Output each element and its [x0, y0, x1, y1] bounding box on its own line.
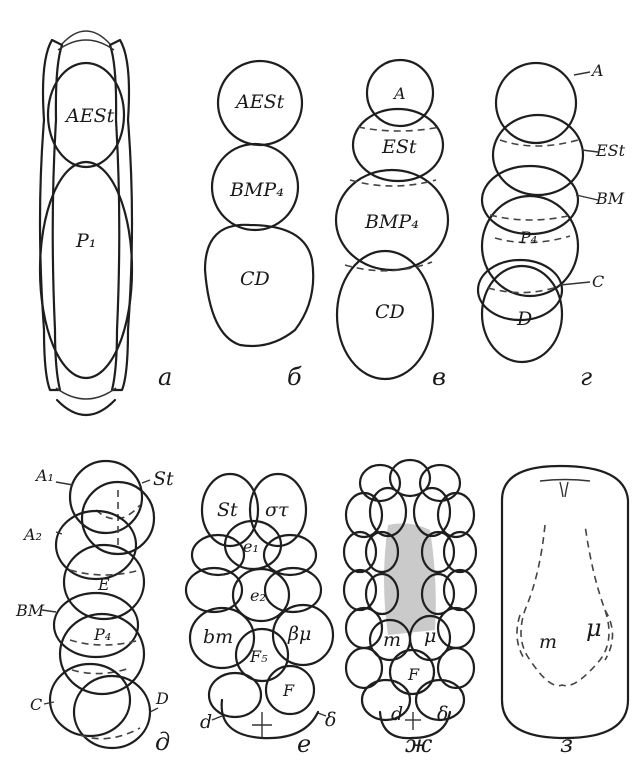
label-delta: δ — [325, 709, 336, 731]
cell-est — [493, 115, 583, 195]
panel-zh: m μ F d δ ж — [344, 460, 476, 758]
label-delta: δ — [437, 703, 448, 725]
panel-letter: з — [560, 730, 573, 758]
label-aest: AESt — [234, 91, 285, 113]
label-sigmatau: στ — [265, 499, 289, 521]
label-aest: AESt — [64, 105, 115, 127]
label-cd: CD — [240, 268, 270, 290]
label-betamu: βμ — [287, 623, 311, 645]
label-e: E — [97, 575, 110, 594]
label-f5: F₅ — [249, 647, 268, 666]
label-c: C — [30, 695, 42, 714]
panel-letter: в — [432, 363, 446, 391]
panel-g: A ESt BM P₄ C D г — [478, 61, 626, 391]
cell-left-3 — [209, 673, 261, 717]
label-f: F — [407, 665, 420, 684]
cell-a1 — [70, 461, 142, 533]
panel-letter: б — [287, 363, 302, 391]
label-e1: e₁ — [243, 537, 259, 556]
label-p4: P₄ — [519, 228, 537, 247]
outline-inner — [521, 525, 609, 686]
panel-letter: а — [158, 363, 172, 391]
label-f: F — [282, 681, 295, 700]
label-st: St — [153, 468, 174, 490]
panel-b: AESt BMP₄ CD б — [205, 61, 313, 391]
panel-letter: д — [155, 728, 170, 756]
label-d: d — [391, 703, 403, 725]
label-est: ESt — [595, 141, 626, 160]
cell-bm — [482, 166, 578, 234]
panel-d: A₁ St A₂ E BM P₄ C D д — [15, 461, 174, 756]
panel-letter: е — [297, 730, 311, 758]
label-d: D — [155, 689, 169, 708]
label-mu: μ — [586, 614, 602, 642]
outline-m — [517, 615, 525, 660]
label-d: d — [200, 711, 212, 733]
label-a2: A₂ — [22, 525, 42, 544]
panel-a: AESt P₁ а — [40, 31, 172, 415]
label-p4: P₄ — [93, 625, 111, 644]
panel-e: St στ e₁ e₂ bm βμ F₅ F d δ е — [186, 474, 336, 758]
cell-a — [496, 63, 576, 143]
label-c: C — [592, 272, 604, 291]
label-bm: BM — [595, 189, 625, 208]
label-a: A — [590, 61, 604, 80]
label-a: A — [392, 84, 406, 103]
label-bm: bm — [203, 626, 233, 648]
label-bmp4: BMP₄ — [229, 179, 284, 201]
cell-c — [50, 664, 130, 736]
panel-letter: ж — [405, 730, 433, 758]
label-m: m — [539, 631, 557, 653]
label-mu: μ — [424, 625, 436, 647]
label-cd: CD — [375, 301, 405, 323]
larva-body — [502, 466, 628, 738]
label-est: ESt — [381, 136, 417, 158]
panel-v: A ESt BMP₄ CD в — [336, 60, 448, 391]
label-st: St — [217, 499, 238, 521]
label-a1: A₁ — [34, 466, 54, 485]
label-e2: e₂ — [250, 586, 266, 605]
label-m: m — [383, 629, 401, 651]
panel-z: m μ з — [502, 466, 628, 758]
label-p1: P₁ — [75, 230, 96, 252]
panel-letter: г — [580, 363, 592, 391]
label-d: D — [516, 308, 532, 330]
label-bm: BM — [15, 601, 45, 620]
label-bmp4: BMP₄ — [364, 211, 419, 233]
